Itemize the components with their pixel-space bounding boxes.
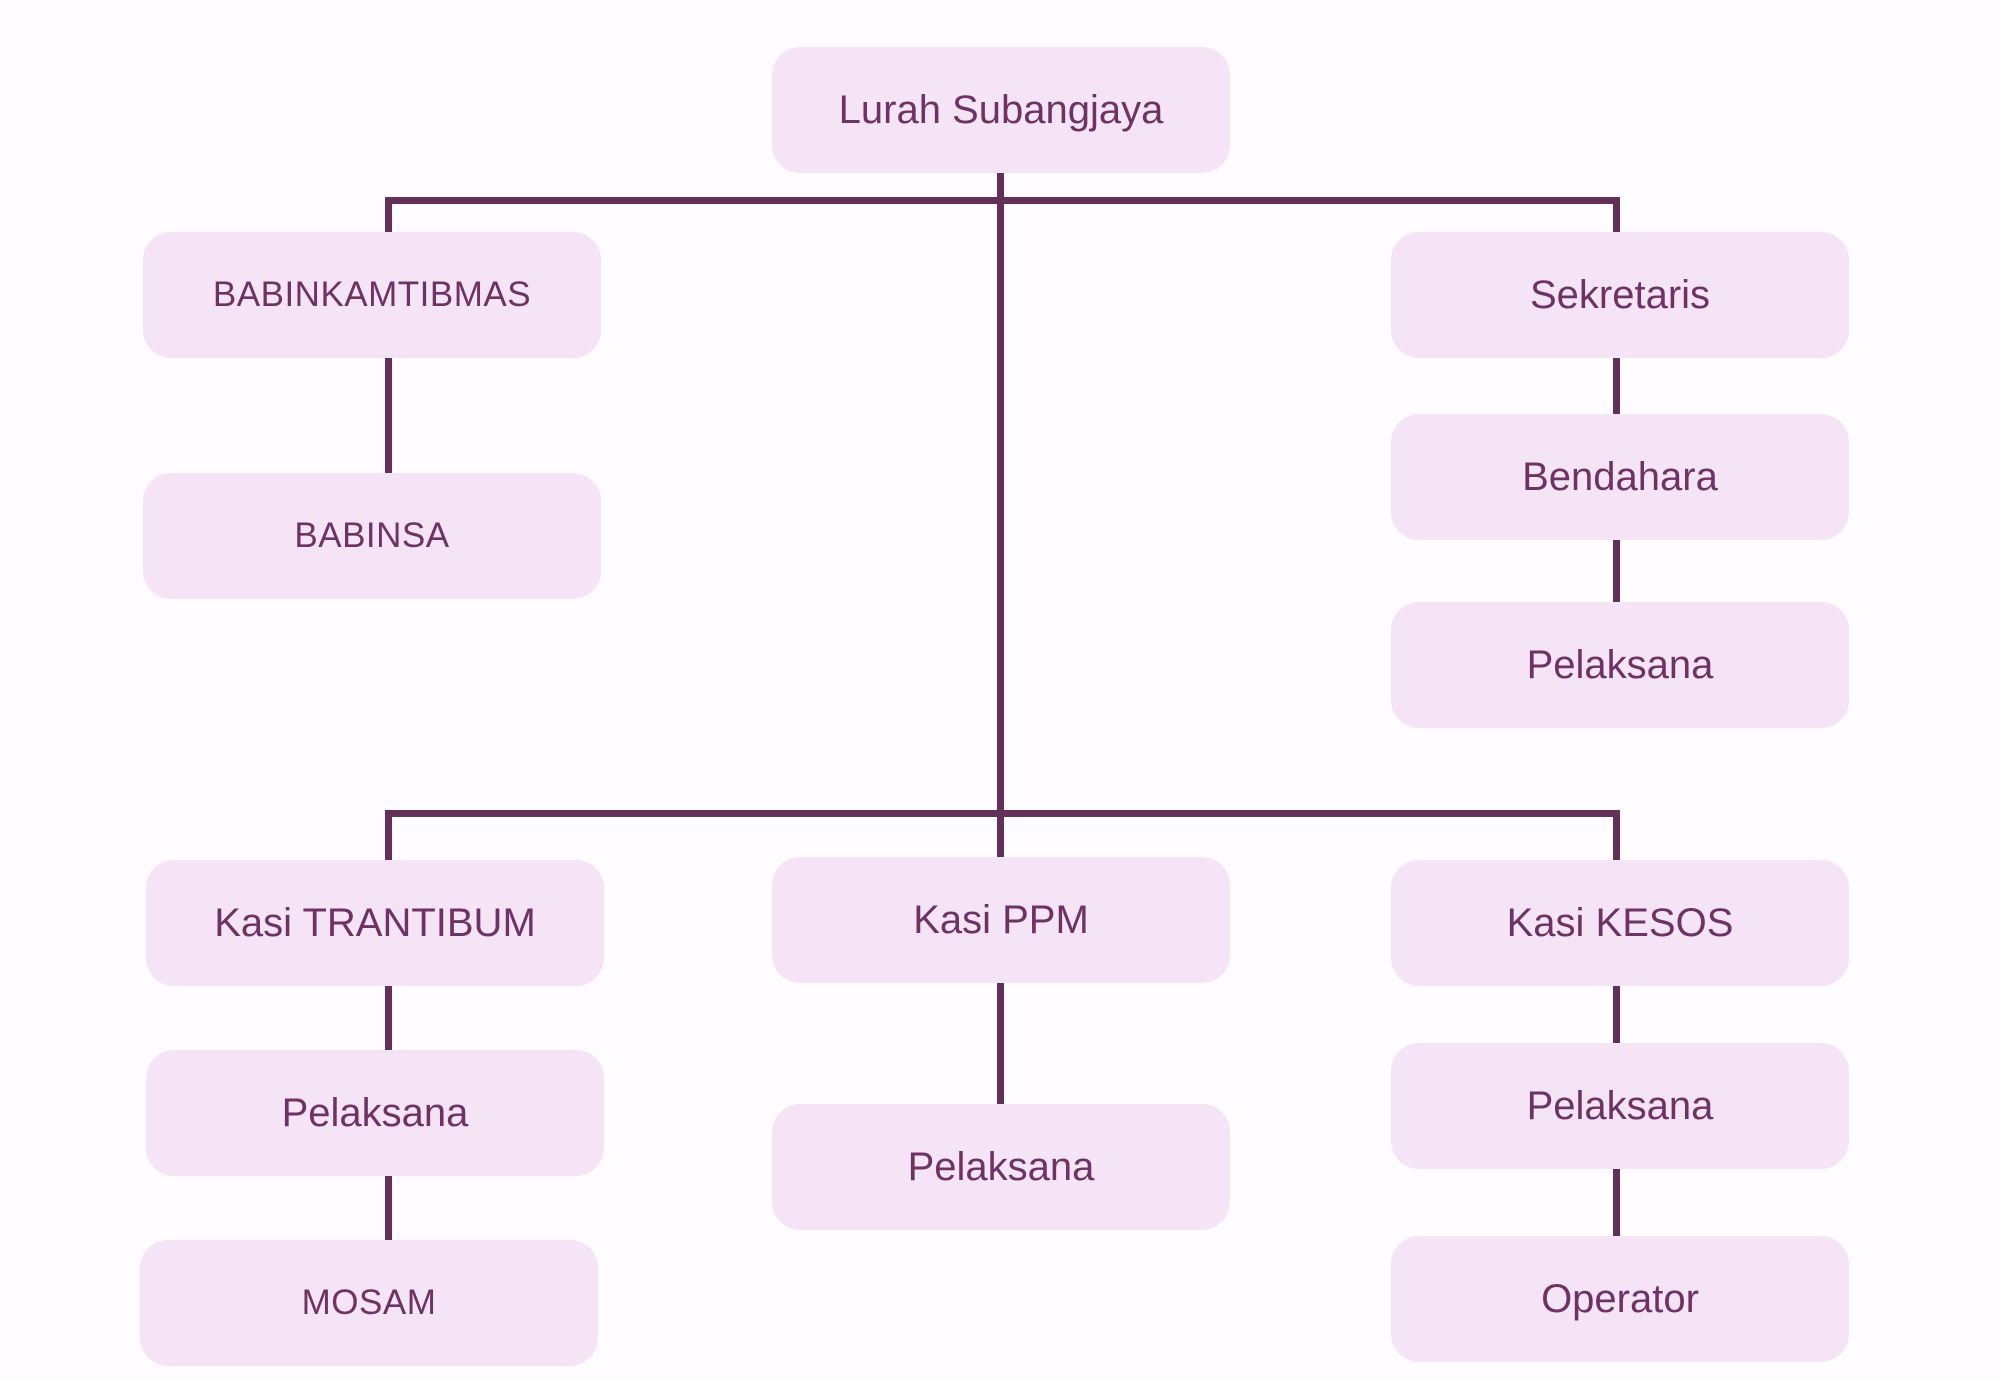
org-node-sekretaris: Sekretaris [1391, 232, 1849, 358]
org-node-kasi-trantibum: Kasi TRANTIBUM [146, 860, 604, 986]
org-node-label: Pelaksana [1526, 642, 1714, 687]
org-node-label: BABINKAMTIBMAS [212, 275, 532, 314]
org-node-babinsa: BABINSA [143, 473, 601, 599]
connector-bar1-to-babinkamtibmas [385, 197, 392, 235]
connector-bar-level3 [385, 810, 1620, 817]
org-node-lurah: Lurah Subangjaya [772, 47, 1230, 173]
connector-babinkamtibmas-to-babinsa [385, 356, 392, 476]
connector-pelaksana-to-operator [1613, 1167, 1620, 1240]
org-node-label: MOSAM [301, 1283, 437, 1322]
org-node-bendahara: Bendahara [1391, 414, 1849, 540]
org-node-pelaksana-ppm: Pelaksana [772, 1104, 1230, 1230]
org-node-kasi-kesos: Kasi KESOS [1391, 860, 1849, 986]
connector-kasi-kesos-to-pelaksana [1613, 984, 1620, 1047]
org-node-pelaksana-sekretaris: Pelaksana [1391, 602, 1849, 728]
connector-bar1-to-sekretaris [1613, 197, 1620, 235]
org-node-label: Pelaksana [281, 1090, 469, 1135]
connector-kasi-trantibum-to-pelaksana [385, 984, 392, 1054]
org-node-label: Pelaksana [907, 1144, 1095, 1189]
connector-kasi-ppm-to-pelaksana [997, 981, 1004, 1107]
org-node-label: Kasi PPM [913, 897, 1089, 942]
org-node-pelaksana-trantibum: Pelaksana [146, 1050, 604, 1176]
org-node-babinkamtibmas: BABINKAMTIBMAS [143, 232, 601, 358]
org-node-label: Kasi TRANTIBUM [214, 900, 536, 945]
connector-pelaksana-to-mosam [385, 1174, 392, 1244]
org-node-label: Bendahara [1522, 454, 1718, 499]
org-node-label: Lurah Subangjaya [838, 87, 1164, 132]
org-node-pelaksana-kesos: Pelaksana [1391, 1043, 1849, 1169]
org-node-mosam: MOSAM [140, 1240, 598, 1366]
org-node-label: Operator [1541, 1276, 1699, 1321]
org-node-label: Pelaksana [1526, 1083, 1714, 1128]
connector-bar2-to-kasi-trantibum [385, 810, 392, 863]
connector-bar-level2 [385, 197, 1620, 204]
org-node-operator: Operator [1391, 1236, 1849, 1362]
org-node-kasi-ppm: Kasi PPM [772, 857, 1230, 983]
org-node-label: Kasi KESOS [1506, 900, 1734, 945]
connector-lurah-to-kasi-row [997, 173, 1004, 857]
connector-sekretaris-to-bendahara [1613, 356, 1620, 418]
connector-bar2-to-kasi-kesos [1613, 810, 1620, 863]
org-node-label: Sekretaris [1529, 272, 1711, 317]
org-node-label: BABINSA [294, 516, 450, 555]
connector-bendahara-to-pelaksana [1613, 538, 1620, 606]
